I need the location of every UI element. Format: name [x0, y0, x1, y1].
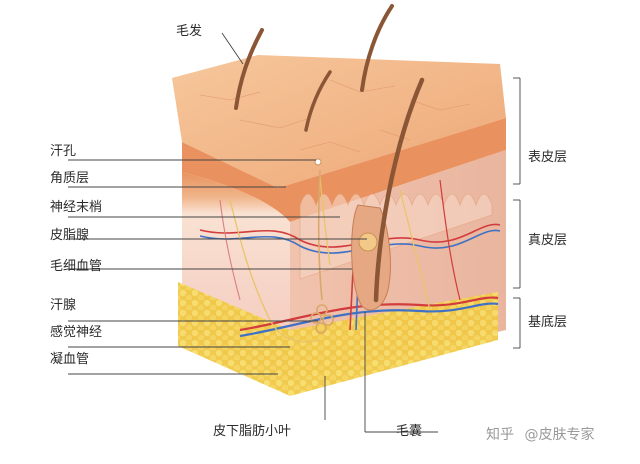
- label-sensory-nerve: 感觉神经: [50, 325, 103, 340]
- watermark-author: @皮肤专家: [524, 427, 595, 443]
- label-nerve-ending: 神经末梢: [50, 200, 103, 215]
- label-hair-follicle: 毛囊: [396, 424, 423, 439]
- skin-top-face: [172, 55, 506, 188]
- sweat-gland: [310, 169, 334, 334]
- sebaceous-gland-shape: [358, 232, 378, 252]
- label-sweat-pore: 汗孔: [50, 144, 77, 159]
- epidermis-band: [182, 118, 506, 222]
- layer-dermis: 真皮层: [528, 233, 568, 248]
- surface-texture: [199, 79, 471, 153]
- label-coagulation-vessel: 凝血管: [50, 352, 90, 367]
- label-stratum-corneum: 角质层: [50, 171, 90, 186]
- label-sebaceous-gland: 皮脂腺: [50, 228, 90, 243]
- hairs: [234, 4, 425, 303]
- watermark-brand: 知乎: [486, 427, 514, 443]
- layer-basal: 基底层: [528, 315, 568, 330]
- watermark: 知乎 @皮肤专家: [486, 424, 594, 444]
- label-subcutaneous-fat: 皮下脂肪小叶: [213, 424, 292, 439]
- label-sweat-gland: 汗腺: [50, 298, 77, 313]
- label-capillary: 毛细血管: [50, 259, 103, 274]
- leader-lines: [68, 32, 521, 433]
- label-hair: 毛发: [176, 24, 203, 39]
- sweat-pore-dot: [314, 158, 322, 166]
- layer-epidermis: 表皮层: [528, 150, 568, 165]
- nerves: [229, 174, 431, 343]
